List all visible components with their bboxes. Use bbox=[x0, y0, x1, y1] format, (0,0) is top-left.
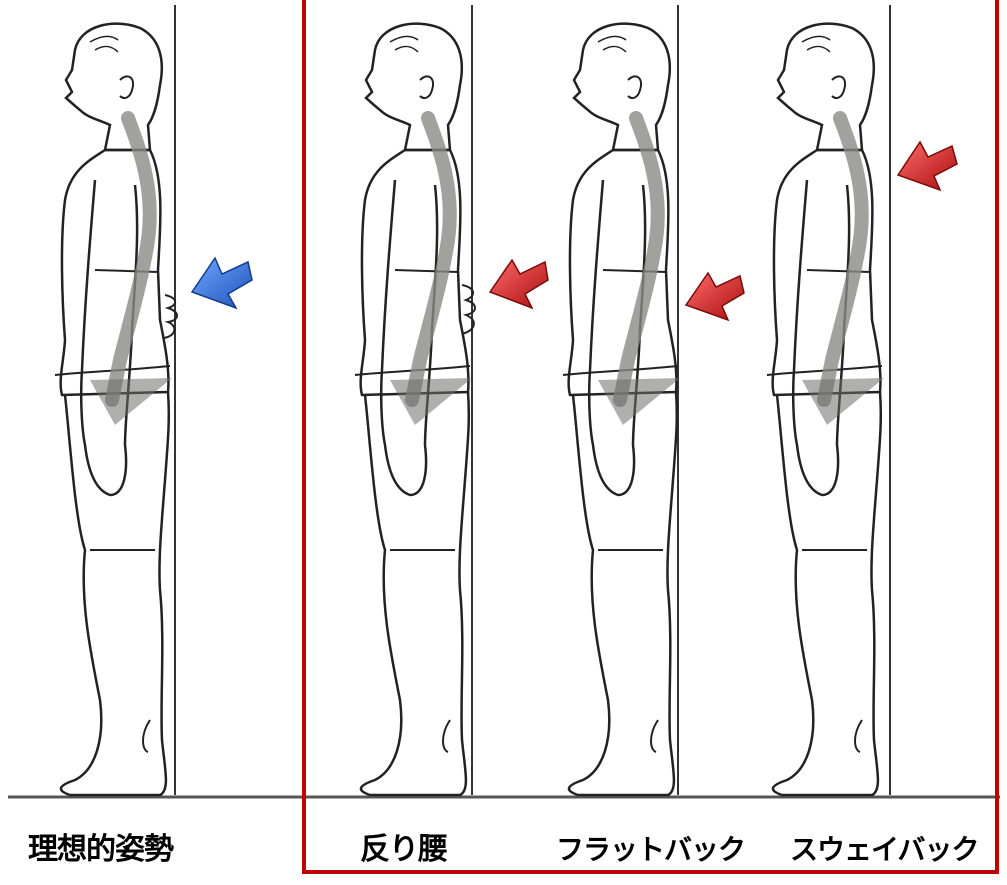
figure-ideal bbox=[55, 24, 172, 795]
label-sway-lordosis: 反り腰 bbox=[360, 828, 447, 872]
label-flat-back: フラットバック bbox=[556, 828, 745, 872]
label-ideal-posture: 理想的姿勢 bbox=[28, 828, 173, 872]
arrow-blue-icon bbox=[192, 258, 252, 308]
abnormal-postures-frame bbox=[302, 0, 999, 874]
label-sway-back: スウェイバック bbox=[790, 828, 978, 872]
